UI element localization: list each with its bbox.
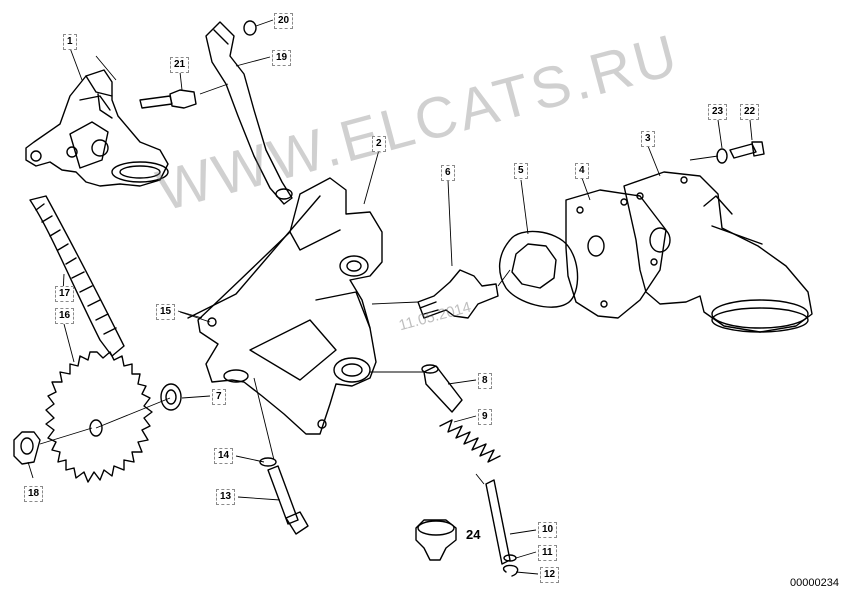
part-10-plunger <box>485 479 511 565</box>
part-13-bolt <box>267 465 309 535</box>
callout-8[interactable]: 8 <box>478 373 492 389</box>
callout-14[interactable]: 14 <box>214 448 234 464</box>
callout-5[interactable]: 5 <box>514 163 528 179</box>
document-code: 00000234 <box>790 577 839 589</box>
part-4-cover-plate <box>565 189 667 319</box>
part-9-spring <box>439 419 501 463</box>
part-23-washer <box>716 148 728 164</box>
part-8-relief-valve-sleeve <box>421 364 463 413</box>
callout-13[interactable]: 13 <box>216 489 236 505</box>
part-2-pump-housing <box>197 177 383 435</box>
callout-6[interactable]: 6 <box>441 165 455 181</box>
part-14-washer <box>259 457 277 467</box>
part-5-outer-rotor <box>499 230 579 308</box>
callout-11[interactable]: 11 <box>538 545 557 561</box>
callout-10[interactable]: 10 <box>538 522 558 538</box>
part-19-pickup-pipe <box>205 21 293 205</box>
assembly-lines <box>39 55 719 485</box>
callout-18[interactable]: 18 <box>24 486 44 502</box>
callout-16[interactable]: 16 <box>55 308 75 324</box>
part-22-bolt <box>729 141 765 159</box>
part-24-plug <box>415 519 457 561</box>
part-17-timing-chain <box>29 195 125 357</box>
callout-19[interactable]: 19 <box>272 50 292 66</box>
part-3-pump-body <box>623 171 813 333</box>
leader-lines <box>27 19 753 575</box>
callout-1[interactable]: 1 <box>63 34 77 50</box>
part-7-washer <box>160 383 182 411</box>
part-18-hex-nut <box>13 431 41 465</box>
callout-21[interactable]: 21 <box>170 57 190 73</box>
callout-7[interactable]: 7 <box>212 389 226 405</box>
callout-23[interactable]: 23 <box>708 104 728 120</box>
part-number-24: 24 <box>466 527 481 542</box>
part-15-gasket <box>187 195 321 319</box>
callout-15[interactable]: 15 <box>156 304 176 320</box>
part-6-drive-shaft <box>417 269 499 319</box>
callout-4[interactable]: 4 <box>575 163 589 179</box>
part-12-circlip <box>502 564 519 577</box>
callout-12[interactable]: 12 <box>540 567 560 583</box>
callout-2[interactable]: 2 <box>372 136 386 152</box>
callout-17[interactable]: 17 <box>55 286 75 302</box>
callout-3[interactable]: 3 <box>641 131 655 147</box>
callout-20[interactable]: 20 <box>274 13 294 29</box>
part-16-sprocket <box>45 351 153 483</box>
part-20-o-ring <box>243 20 257 36</box>
part-21-bolt <box>139 89 197 109</box>
part-1-front-cover-housing <box>25 69 169 187</box>
callout-22[interactable]: 22 <box>740 104 760 120</box>
callout-9[interactable]: 9 <box>478 409 492 425</box>
